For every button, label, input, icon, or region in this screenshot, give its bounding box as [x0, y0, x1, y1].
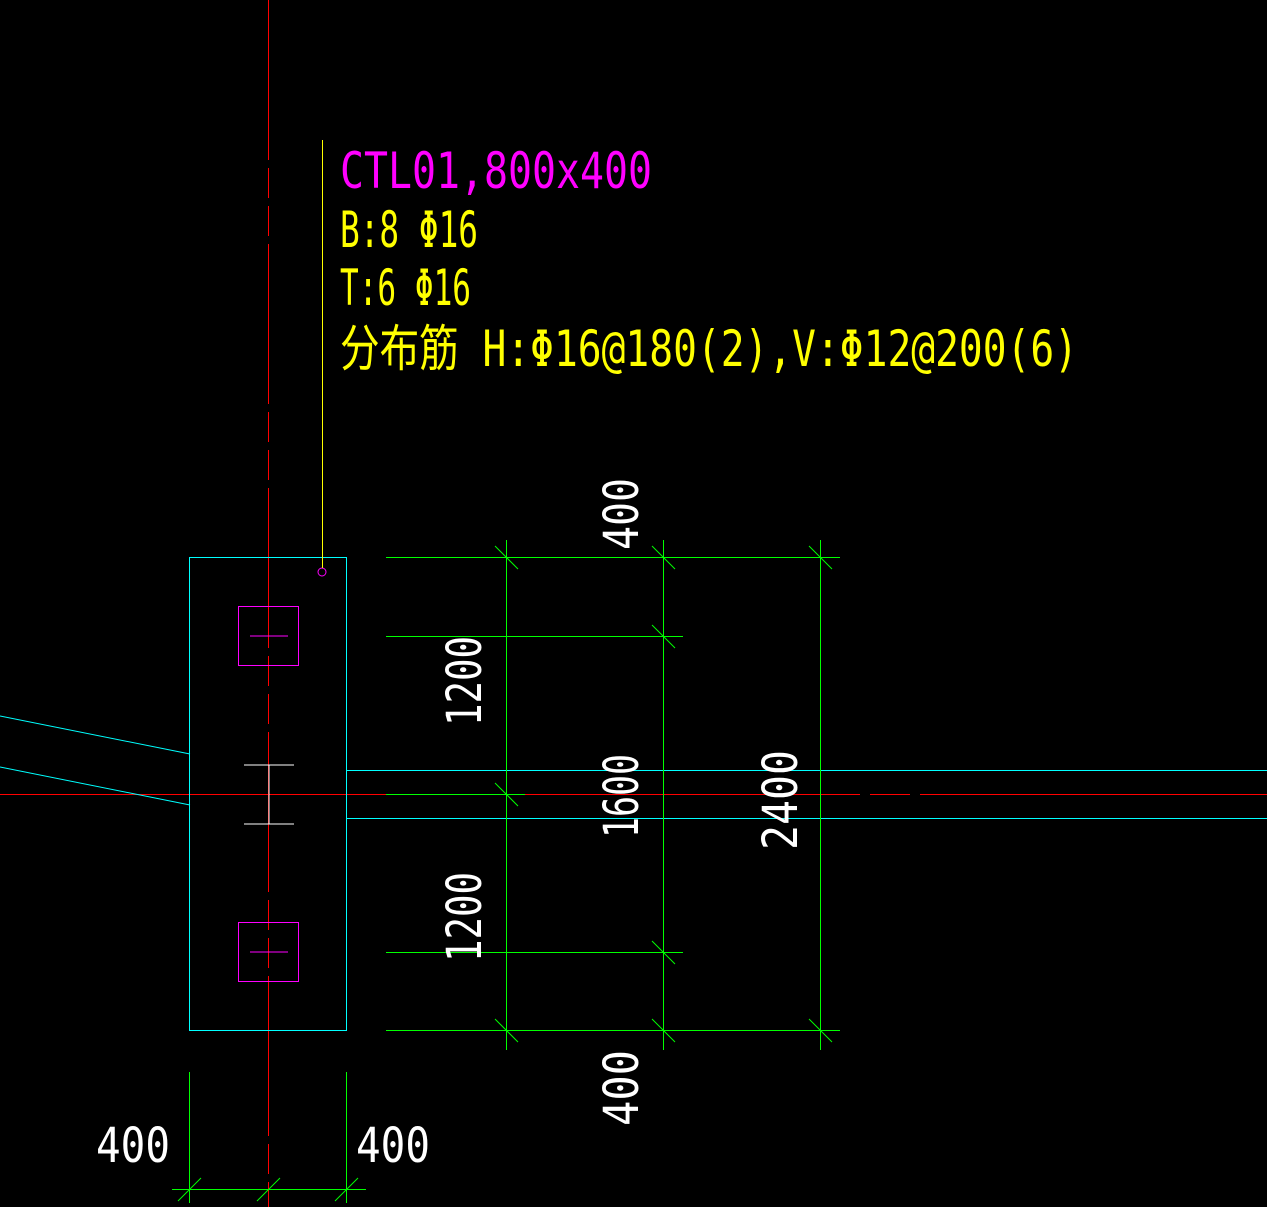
pile-cap-tag[interactable]: CTL01,800x400	[340, 142, 652, 200]
dim-label-right-400: 400	[356, 1118, 430, 1174]
upper-pile[interactable]	[238, 606, 299, 666]
dim-label-upper-1200: 1200	[437, 636, 493, 726]
dim-label-2400: 2400	[753, 750, 809, 850]
piles	[238, 567, 327, 982]
dim-label-lower-1200: 1200	[437, 872, 493, 962]
dim-label-bottom-400: 400	[594, 1050, 650, 1126]
dim-label-left-400: 400	[96, 1118, 170, 1174]
column-symbol	[244, 764, 294, 825]
distribution-rebar-text: 分布筋 H:Φ16@180(2),V:Φ12@200(6)	[340, 320, 1078, 378]
dimension-ticks	[494, 545, 833, 1043]
annotation-block: CTL01,800x400 B:8 Φ16 T:6 Φ16 分布筋 H:Φ16@…	[340, 142, 1078, 378]
left-beam-upper-edge	[0, 715, 191, 755]
dim-label-top-400: 400	[594, 478, 650, 550]
dim-label-1600: 1600	[594, 754, 650, 838]
beam-outlines	[0, 557, 1267, 1031]
lower-pile[interactable]	[238, 922, 299, 982]
dimension-labels: 400 1200 1600 2400 1200 400 400 400	[96, 478, 809, 1174]
bottom-rebar-text: B:8 Φ16	[340, 201, 478, 259]
dimension-lines	[172, 540, 840, 1203]
pile-cap-outline[interactable]	[189, 557, 347, 1031]
top-rebar-text: T:6 Φ16	[340, 259, 471, 317]
left-beam-lower-edge	[0, 766, 191, 806]
